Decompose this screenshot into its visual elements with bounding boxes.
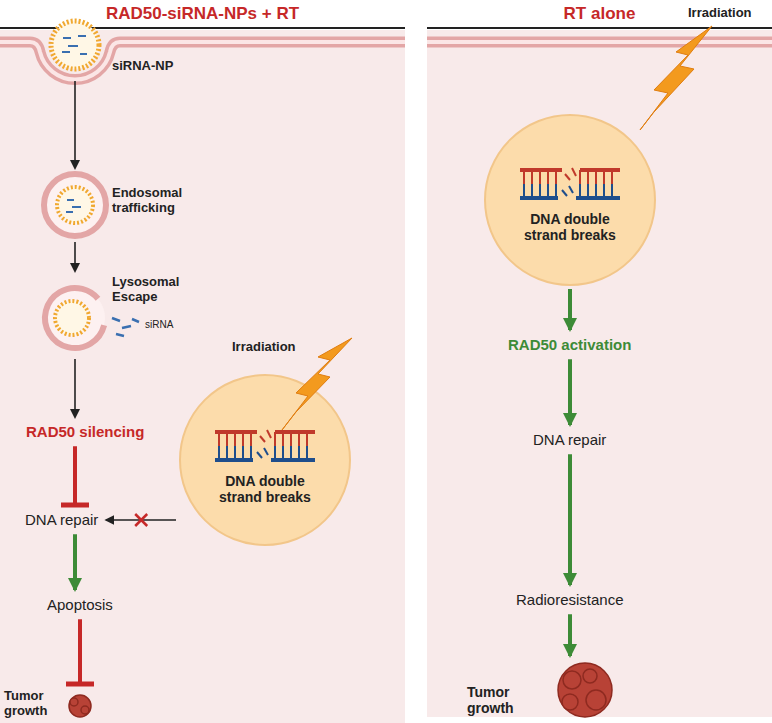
panel-ground	[427, 30, 772, 717]
block-cross	[135, 514, 147, 526]
header-rule	[427, 27, 772, 29]
connector-line	[568, 289, 572, 330]
endosome	[57, 187, 93, 223]
node-label: RAD50 activation	[508, 336, 631, 353]
connector-line	[78, 619, 82, 684]
connector	[570, 454, 571, 585]
panel-ground	[0, 30, 405, 723]
tumor	[586, 690, 606, 710]
connector	[75, 242, 76, 271]
node-label: Endosomal trafficking	[112, 186, 208, 216]
connector	[75, 81, 76, 168]
connector	[75, 534, 76, 590]
connector	[570, 289, 571, 330]
node-label: DNA repair	[25, 511, 98, 528]
lightning-bolt	[640, 26, 712, 130]
node-label: Tumor growth	[4, 689, 62, 719]
connector-line	[568, 614, 572, 656]
node-label: DNA double strand breaks	[515, 211, 625, 243]
node-label: RAD50 silencing	[26, 423, 144, 440]
block-cross	[135, 514, 147, 526]
connector-line	[74, 359, 76, 417]
annotation-label: Irradiation	[232, 340, 296, 355]
lightning-bolt	[282, 26, 712, 430]
lysosome	[55, 301, 89, 335]
node-label: Radioresistance	[516, 591, 624, 608]
connector-line	[73, 446, 77, 505]
connector-line	[74, 242, 76, 271]
cell-membrane	[427, 40, 772, 44]
connector	[570, 359, 571, 425]
node-label: DNA double strand breaks	[210, 473, 320, 505]
tumor	[69, 695, 91, 717]
connector-line	[74, 81, 76, 168]
nanoparticle	[62, 36, 87, 54]
panel: RT aloneDNA double strand breaksRAD50 ac…	[427, 0, 772, 723]
icon-node: Lysosomal Escape siRNA	[40, 275, 200, 355]
panel: RAD50-siRNA-NPs + RT siRNA-NP Endosomal tr…	[0, 0, 405, 723]
connector-line	[73, 534, 77, 590]
endosome	[44, 174, 106, 236]
tumor	[583, 669, 597, 683]
process-label: Apoptosis	[43, 594, 117, 615]
nucleus	[520, 168, 620, 198]
tumor	[563, 671, 581, 689]
node-label: siRNA	[145, 319, 195, 331]
nucleus	[180, 115, 655, 545]
node-label: DNA repair	[533, 431, 606, 448]
icon-node: DNA double strand breaks	[180, 375, 350, 545]
icon-node: Tumor growth	[455, 660, 620, 720]
panel-title: RAD50-siRNA-NPs + RT	[0, 0, 405, 24]
node-label: Lysosomal Escape	[112, 275, 198, 305]
process-label: RAD50 activation	[504, 334, 635, 355]
tumor	[558, 663, 612, 717]
connector	[570, 614, 571, 656]
cell-membrane	[0, 42, 772, 80]
nucleus	[215, 430, 315, 460]
icon-node: Endosomal trafficking	[40, 172, 200, 238]
endosome	[66, 200, 81, 212]
process-label: DNA repair	[21, 509, 102, 530]
process-label: RAD50 silencing	[22, 421, 148, 442]
node-label: Tumor growth	[467, 684, 527, 716]
icon-node: siRNA-NP	[40, 15, 200, 77]
annotation-label: Irradiation	[688, 6, 752, 21]
connector-line	[568, 359, 572, 425]
endosome	[44, 174, 106, 236]
node-label: Apoptosis	[47, 596, 113, 613]
cell-membrane	[427, 37, 772, 48]
process-label: Radioresistance	[512, 589, 628, 610]
nanoparticle	[51, 21, 99, 69]
nucleus	[180, 375, 350, 545]
tumor	[70, 698, 78, 706]
lysosome	[112, 318, 139, 336]
tumor	[562, 694, 578, 710]
process-label: DNA repair	[529, 429, 610, 450]
nucleus	[485, 115, 655, 285]
connector	[106, 514, 176, 526]
connector-line	[568, 454, 572, 585]
connector	[61, 446, 89, 505]
connector	[66, 619, 94, 684]
connector	[75, 359, 76, 417]
tumor	[69, 663, 612, 717]
icon-node: DNA double strand breaks	[485, 115, 655, 285]
lysosome	[39, 282, 112, 355]
tumor	[81, 706, 89, 714]
icon-node: Tumor growth	[3, 688, 99, 721]
nanoparticle	[51, 21, 99, 69]
node-label: siRNA-NP	[112, 59, 198, 74]
